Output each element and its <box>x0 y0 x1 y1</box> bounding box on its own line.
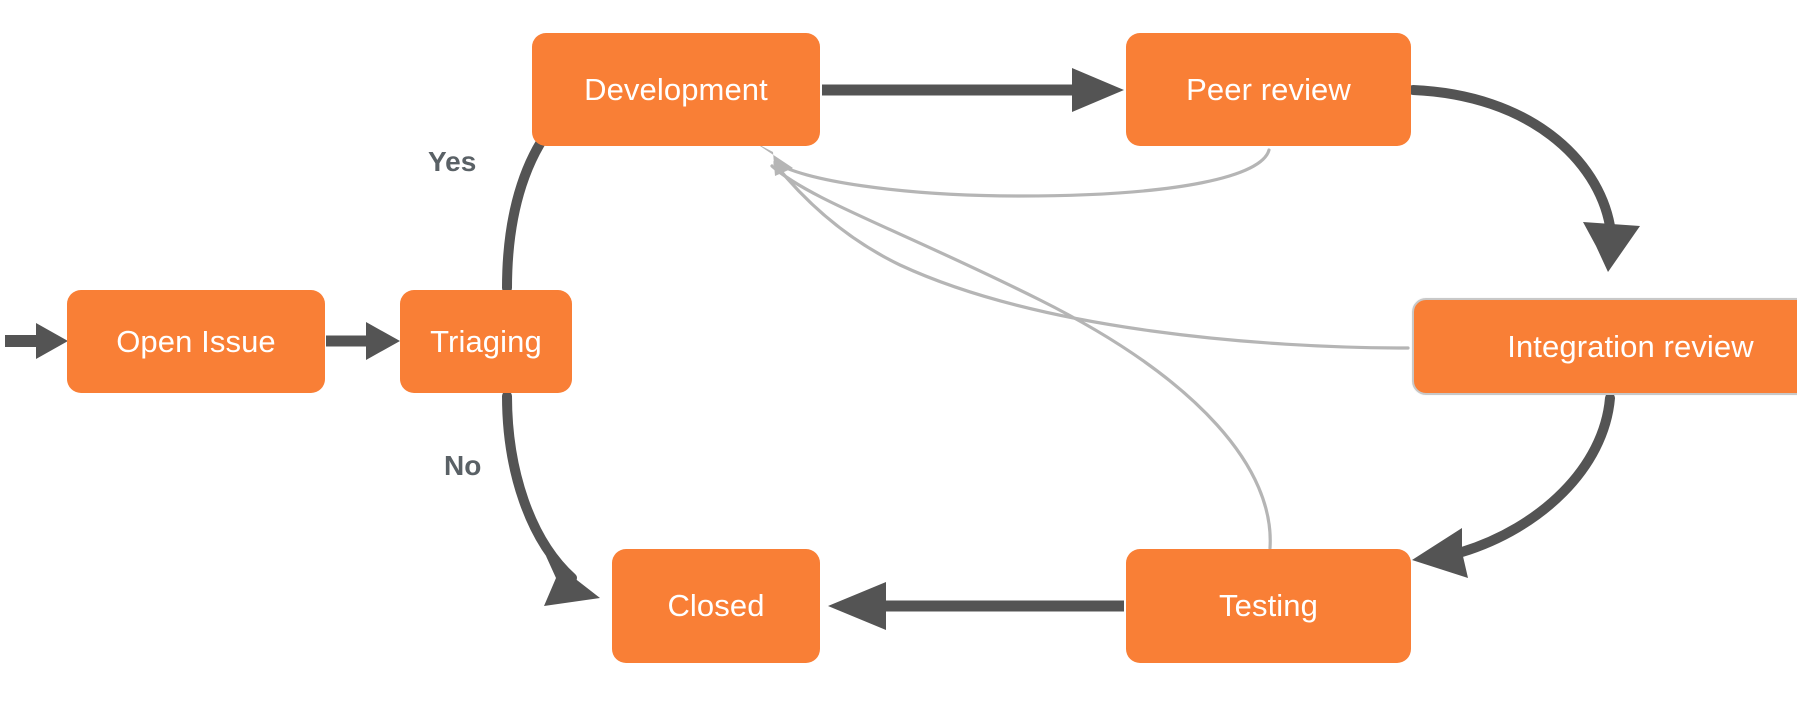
node-label: Open Issue <box>116 323 276 359</box>
edge-label-yes: Yes <box>428 146 477 177</box>
node-label: Development <box>584 71 768 107</box>
node-peer-review[interactable]: Peer review <box>1126 33 1411 146</box>
edge-start-to-open-issue <box>5 323 68 359</box>
edge-peer-review-to-integration-review <box>1408 85 1640 272</box>
node-open-issue[interactable]: Open Issue <box>67 290 325 393</box>
edge-testing-to-closed <box>828 582 1124 630</box>
node-integration-review[interactable]: Integration review <box>1412 298 1797 395</box>
edge-development-to-peer-review <box>822 68 1124 112</box>
node-label: Peer review <box>1186 71 1351 107</box>
edge-testing-to-development <box>770 164 1272 550</box>
edge-label-no: No <box>444 450 482 481</box>
node-label: Triaging <box>430 323 542 359</box>
node-label: Closed <box>667 588 765 623</box>
edge-triaging-to-closed <box>502 391 600 606</box>
node-triaging[interactable]: Triaging <box>400 290 572 393</box>
node-label: Testing <box>1219 588 1318 623</box>
edge-peer-review-to-development <box>773 148 1271 198</box>
node-development[interactable]: Development <box>532 33 820 146</box>
edge-integration-review-to-development <box>773 162 1410 350</box>
edge-integration-review-to-testing <box>1412 393 1615 578</box>
arrowhead-feedback-into-development <box>754 142 793 176</box>
node-closed[interactable]: Closed <box>612 549 820 663</box>
node-testing[interactable]: Testing <box>1126 549 1411 663</box>
node-label: Integration review <box>1507 328 1754 364</box>
edge-open-issue-to-triaging <box>326 322 400 360</box>
